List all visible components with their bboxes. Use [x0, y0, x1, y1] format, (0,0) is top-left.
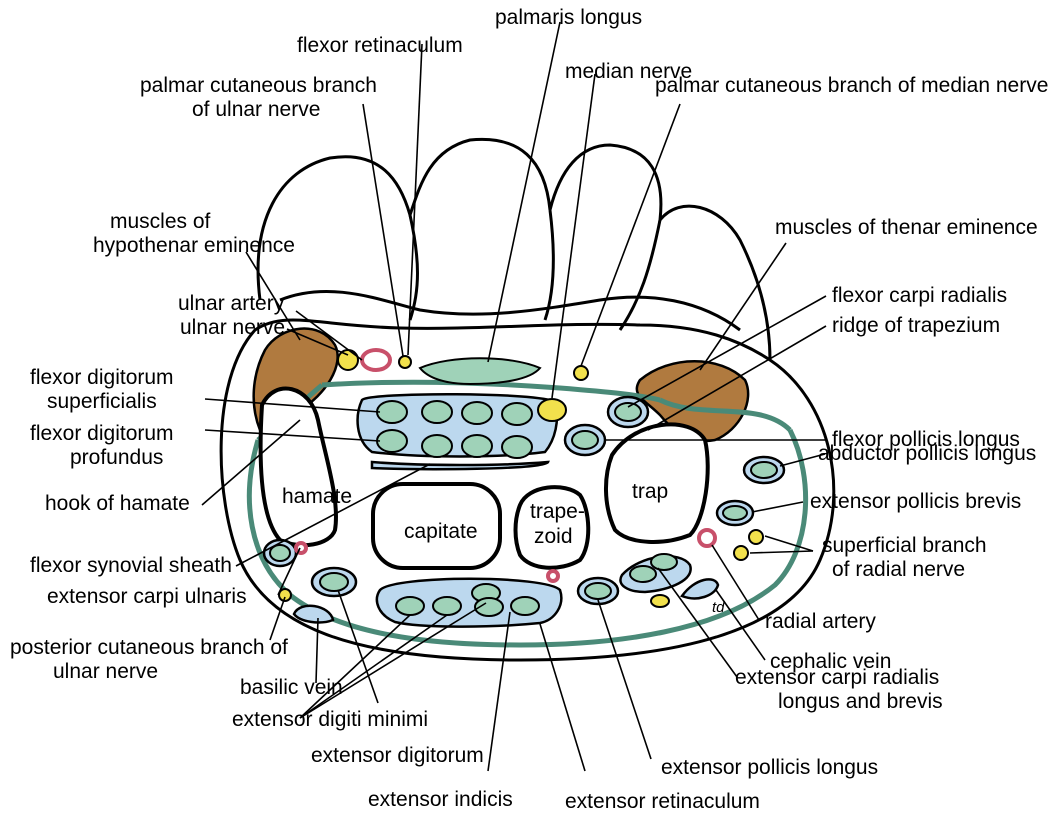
- palmar-cutaneous-ulnar-nerve: [399, 356, 411, 368]
- label-flexor-sheath: flexor synovial sheath: [30, 554, 232, 577]
- label-superficial-radial-2: of radial nerve: [832, 558, 965, 581]
- label-palmaris-longus: palmaris longus: [495, 6, 642, 29]
- label-fds-1: flexor digitorum: [30, 366, 174, 389]
- label-post-cut-ulnar-1: posterior cutaneous branch of: [10, 636, 288, 659]
- trapezoid-label-1: trape-: [530, 500, 585, 523]
- label-ridge-trapezium: ridge of trapezium: [832, 314, 1000, 337]
- dorsal-nerve-radial: [651, 595, 669, 607]
- label-palmar-cut-ulnar-1: palmar cutaneous branch: [140, 74, 377, 97]
- basilic-vein: [294, 606, 333, 623]
- capitate-label: capitate: [404, 520, 478, 543]
- label-flexor-retinaculum: flexor retinaculum: [297, 34, 463, 57]
- label-ecrl-1: extensor carpi radialis: [735, 666, 939, 689]
- label-radial-artery: radial artery: [765, 610, 876, 633]
- label-ed: extensor digitorum: [311, 744, 484, 767]
- label-thenar: muscles of thenar eminence: [775, 216, 1038, 239]
- trapezoid-bone: trape- zoid: [516, 487, 589, 568]
- palmar-cutaneous-median-nerve: [574, 366, 588, 380]
- label-ei: extensor indicis: [368, 788, 513, 811]
- label-fdp-1: flexor digitorum: [30, 422, 174, 445]
- palmaris-longus: [420, 358, 540, 384]
- extensor-carpi-radialis: [620, 554, 690, 592]
- ulnar-nerve: [338, 350, 358, 370]
- small-vessel-dorsal: [548, 571, 558, 581]
- hamate-bone: hamate: [261, 389, 352, 546]
- hamate-label: hamate: [282, 485, 352, 508]
- ulnar-artery: [362, 350, 390, 370]
- label-edm: extensor digiti minimi: [232, 708, 428, 731]
- label-superficial-radial-1: superficial branch: [822, 534, 987, 557]
- radial-artery: [699, 530, 715, 546]
- extensor-pollicis-brevis: [717, 501, 753, 525]
- label-post-cut-ulnar-2: ulnar nerve: [53, 660, 158, 683]
- trapezium-bone: trap: [606, 424, 708, 542]
- label-hook-hamate: hook of hamate: [45, 492, 190, 515]
- capitate-bone: capitate: [373, 484, 500, 568]
- cephalic-vein: [682, 579, 718, 598]
- label-epl: extensor pollicis longus: [661, 756, 878, 779]
- label-apl: abductor pollicis longus: [818, 442, 1036, 465]
- label-palmar-cut-median: palmar cutaneous branch of median nerve: [655, 74, 1048, 97]
- label-fcr: flexor carpi radialis: [832, 284, 1007, 307]
- extensor-digiti-minimi: [312, 568, 356, 596]
- trapezoid-label-2: zoid: [534, 525, 573, 548]
- extensor-carpi-ulnaris: [264, 540, 296, 566]
- label-ecu: extensor carpi ulnaris: [47, 585, 247, 608]
- label-epb: extensor pollicis brevis: [810, 490, 1021, 513]
- flexor-pollicis-longus: [565, 425, 605, 455]
- label-hypothenar-2: hypothenar eminence: [93, 234, 295, 257]
- trapezium-label: trap: [632, 480, 668, 503]
- flexor-carpi-radialis: [608, 397, 648, 427]
- label-fds-2: superficialis: [47, 390, 157, 413]
- abductor-pollicis-longus: [744, 457, 784, 483]
- label-ecrl-2: longus and brevis: [778, 690, 943, 713]
- sheath-lower-slit: [372, 462, 548, 469]
- superficial-radial-nerve-a: [749, 530, 763, 544]
- label-ulnar-artery: ulnar artery: [178, 292, 285, 315]
- label-palmar-cut-ulnar-2: of ulnar nerve: [192, 98, 320, 121]
- label-hypothenar-1: muscles of: [110, 210, 211, 233]
- superficial-radial-nerve-b: [734, 546, 748, 560]
- label-fdp-2: profundus: [70, 446, 163, 469]
- median-nerve: [538, 399, 566, 421]
- label-ulnar-nerve: ulnar nerve: [180, 316, 285, 339]
- label-basilic-vein: basilic vein: [240, 676, 343, 699]
- label-ext-retinaculum: extensor retinaculum: [565, 790, 760, 813]
